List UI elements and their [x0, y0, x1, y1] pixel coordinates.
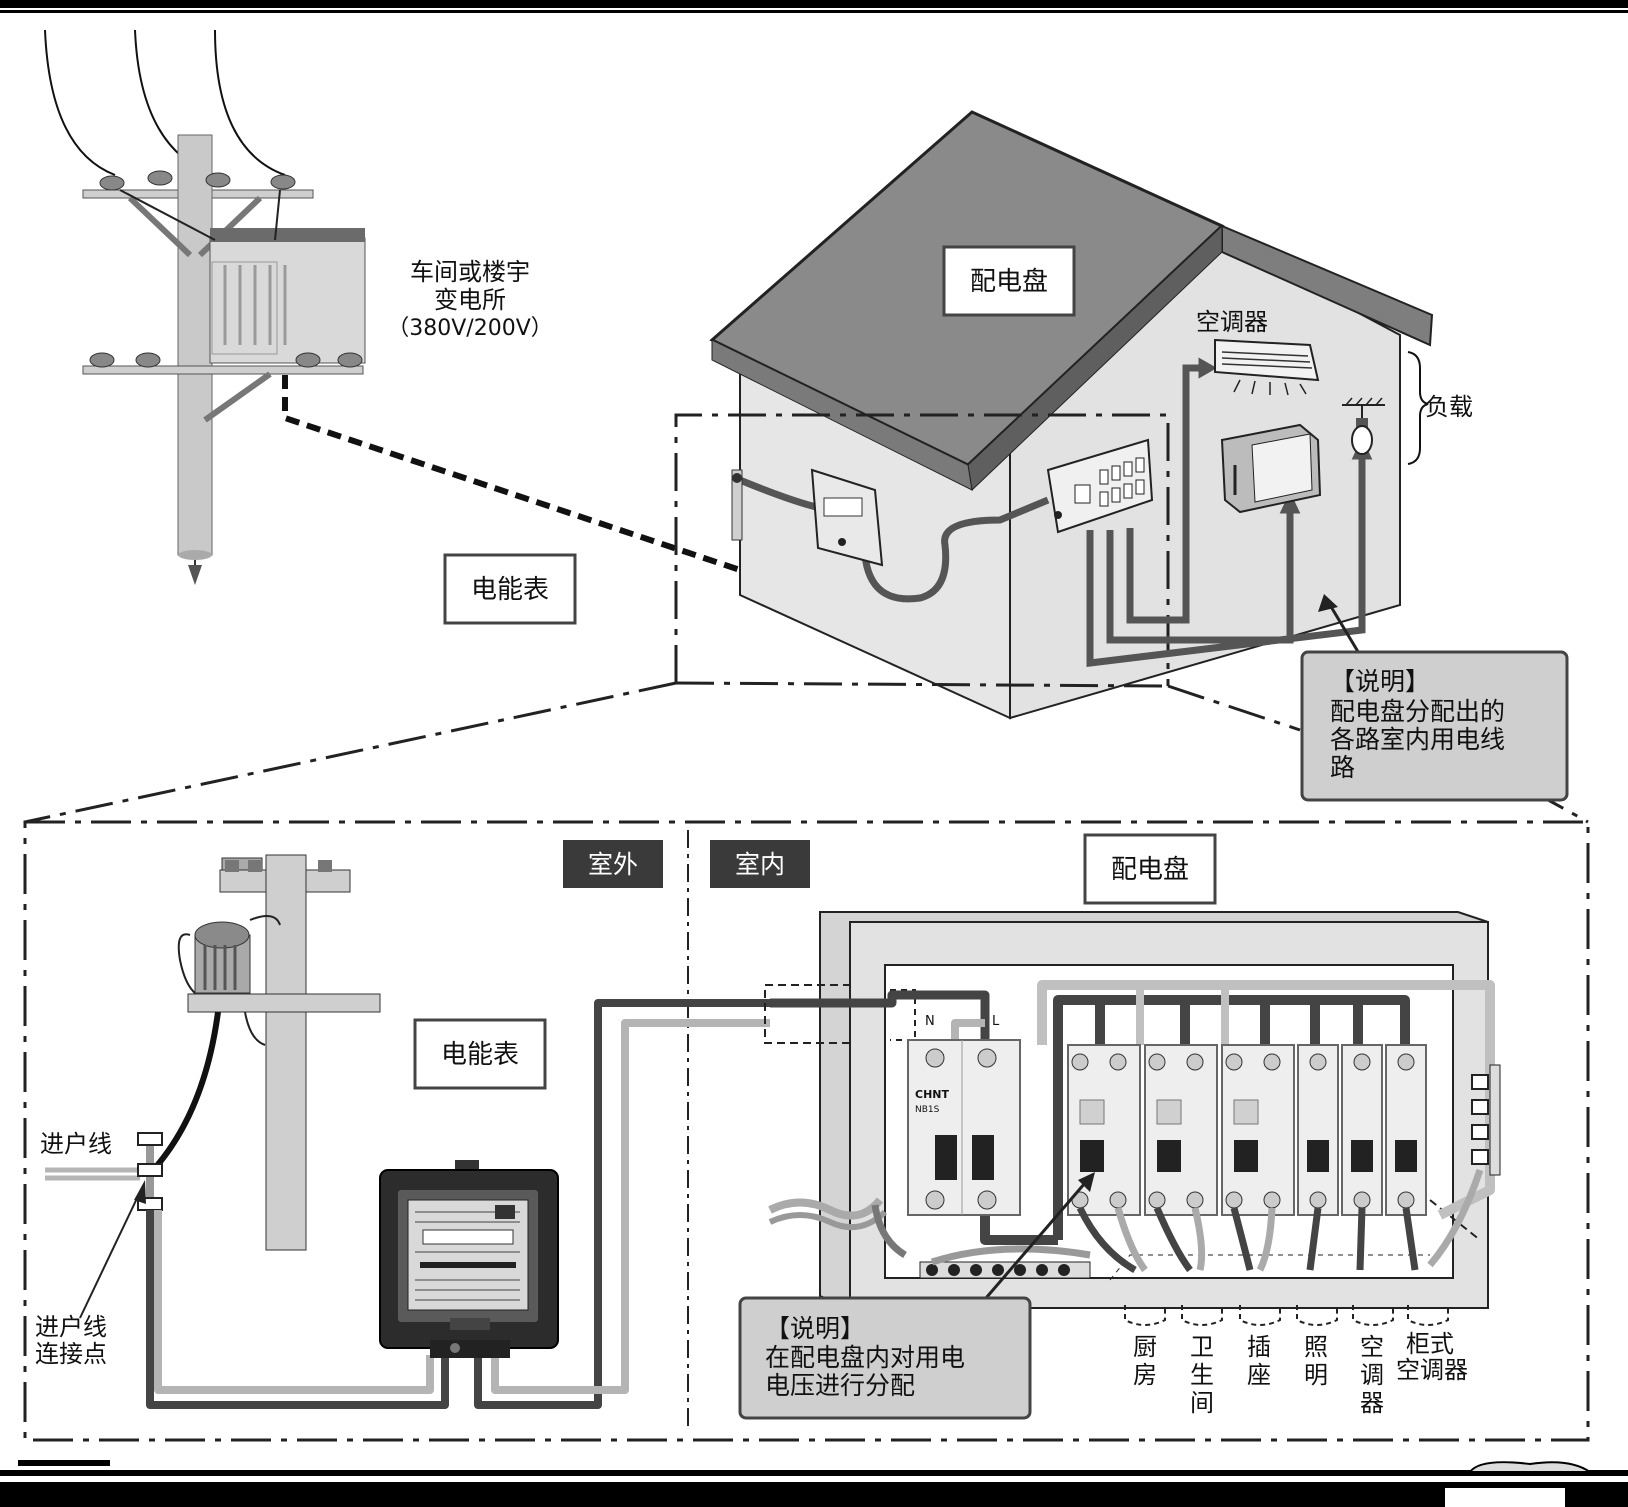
- note-top-line1: 配电盘分配出的: [1330, 697, 1505, 726]
- note-bottom-pointer: [978, 1182, 1087, 1306]
- house-panel-label: 配电盘: [970, 267, 1048, 297]
- main-breaker-brand: CHNT: [915, 1088, 949, 1101]
- incoming-cable: [768, 1197, 907, 1259]
- circuit-label-aircon: 空 调 器: [1360, 1333, 1384, 1417]
- page-curl-icon: [1445, 1461, 1594, 1507]
- house-meter-label: 电能表: [471, 575, 549, 605]
- load-label: 负载: [1425, 393, 1473, 421]
- note-top-title: 【说明】: [1330, 667, 1430, 696]
- neutral-terminal-bar: [919, 1261, 1091, 1279]
- circuit-label-lighting: 照 明: [1304, 1333, 1328, 1389]
- main-wires: [146, 999, 770, 1409]
- note-bottom-line2: 电压进行分配: [765, 1371, 915, 1400]
- indoor-tag: 室内: [735, 850, 785, 879]
- outdoor-tag-box: [563, 840, 663, 888]
- detail-utility-pole: [152, 854, 381, 1251]
- substation-label-line1: 车间或楼宇: [410, 258, 530, 286]
- service-line-label: 进户线: [40, 1130, 112, 1158]
- house-meter-label-box: [443, 553, 577, 625]
- detail-meter-label-box: [413, 1018, 547, 1090]
- svg-text:厨: 厨: [1133, 1333, 1157, 1361]
- indoor-tag-box: [710, 840, 810, 888]
- detail-panel-label: 配电盘: [1111, 855, 1189, 885]
- supply-line-dashed: [282, 375, 741, 573]
- note-bottom-title: 【说明】: [765, 1314, 865, 1343]
- svg-text:生: 生: [1190, 1361, 1214, 1389]
- connection-pointer: [79, 1191, 141, 1319]
- circuit-label-outlet: 插 座: [1247, 1333, 1271, 1389]
- television-icon: [1220, 423, 1322, 514]
- house-meter-icon: [731, 468, 884, 567]
- svg-text:房: 房: [1133, 1361, 1157, 1389]
- detail-meter-label: 电能表: [441, 1040, 519, 1070]
- detail-panel-label-box: [1083, 833, 1217, 905]
- circuit-label-cabinet-aircon: 柜式 空调器: [1396, 1330, 1468, 1384]
- live-mark: L: [992, 1014, 1000, 1029]
- svg-text:卫: 卫: [1190, 1333, 1214, 1361]
- note-top-box: [1300, 650, 1569, 802]
- svg-text:插: 插: [1247, 1333, 1271, 1361]
- ground-terminal-bar: [1471, 1064, 1501, 1176]
- top-border-bar: [0, 0, 1628, 8]
- service-line: [45, 1132, 163, 1211]
- bottom-left-tick: [18, 1460, 110, 1466]
- note-top-pointer: [1328, 604, 1362, 656]
- outgoing-circuit-wires: [930, 1168, 1484, 1274]
- busbar-wiring: [770, 980, 1495, 1245]
- substation-voltage-label: （380V/200V）: [387, 316, 553, 341]
- svg-text:空调器: 空调器: [1396, 1356, 1468, 1384]
- load-brace: [1407, 351, 1429, 465]
- note-bottom-box: [738, 1296, 1032, 1420]
- neutral-mark: N: [925, 1014, 935, 1029]
- aircon-label: 空调器: [1196, 308, 1268, 336]
- svg-text:柜式: 柜式: [1406, 1330, 1454, 1358]
- note-top-line2: 各路室内用电线: [1330, 725, 1505, 754]
- circuit-label-bathroom: 卫 生 间: [1190, 1333, 1214, 1417]
- electric-meter-device: [379, 1160, 559, 1358]
- svg-text:器: 器: [1360, 1389, 1384, 1417]
- branch-breakers: [1067, 1044, 1427, 1216]
- svg-text:照: 照: [1304, 1333, 1328, 1361]
- note-top-line3: 路: [1330, 753, 1355, 782]
- svg-text:调: 调: [1360, 1361, 1384, 1389]
- air-conditioner-icon: [1214, 338, 1320, 396]
- house-panel-icon: [1046, 438, 1154, 534]
- connection-label-line2: 连接点: [35, 1340, 107, 1368]
- detail-frame: [23, 820, 1590, 1442]
- svg-text:明: 明: [1304, 1361, 1328, 1389]
- svg-text:空: 空: [1360, 1333, 1384, 1361]
- substation-label-line2: 变电所: [434, 286, 506, 314]
- svg-text:座: 座: [1247, 1361, 1271, 1389]
- top-border-thin: [0, 10, 1628, 13]
- note-bottom-line1: 在配电盘内对用电: [765, 1343, 965, 1372]
- circuit-outlets: [1124, 1305, 1449, 1326]
- svg-text:间: 间: [1190, 1389, 1214, 1417]
- utility-pole-transformer: [44, 29, 366, 585]
- bottom-border-thin: [0, 1470, 1628, 1476]
- house-panel-label-box: [942, 245, 1076, 317]
- circuit-label-kitchen: 厨 房: [1133, 1333, 1157, 1389]
- bottom-border-bar: [0, 1482, 1628, 1507]
- main-breaker-model: NB1S: [915, 1105, 940, 1115]
- lamp-icon: [1342, 397, 1385, 455]
- connection-label-line1: 进户线: [35, 1313, 107, 1341]
- outdoor-tag: 室外: [588, 850, 638, 879]
- main-breaker: CHNT NB1S N L: [907, 1014, 1021, 1216]
